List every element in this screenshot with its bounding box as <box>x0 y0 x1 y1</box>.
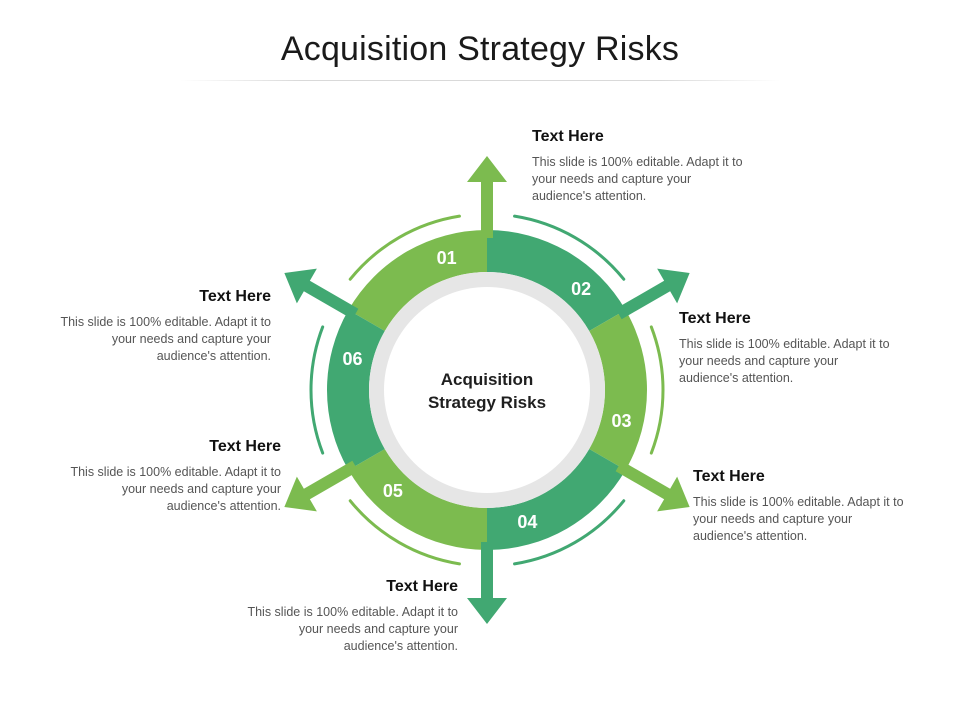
segment-number-05: 05 <box>383 481 403 501</box>
arrow-03 <box>615 460 690 512</box>
arrow-01 <box>467 156 507 238</box>
callout-03: Text Here This slide is 100% editable. A… <box>693 468 913 545</box>
segment-03 <box>589 310 647 470</box>
segment-02 <box>487 230 626 331</box>
outer-arc-rings <box>309 214 665 566</box>
callout-04-heading: Text Here <box>386 578 458 595</box>
segment-number-04: 04 <box>517 512 537 532</box>
arrow-02 <box>615 268 690 320</box>
callout-05-heading: Text Here <box>209 438 281 455</box>
outer-arc-06 <box>309 325 325 455</box>
outer-arc-02 <box>513 214 626 281</box>
center-label: Acquisition Strategy Risks <box>427 370 547 412</box>
callout-01: Text Here This slide is 100% editable. A… <box>532 128 752 205</box>
outer-arc-04 <box>513 499 626 566</box>
callout-01-body: This slide is 100% editable. Adapt it to… <box>532 155 743 203</box>
callout-06-body: This slide is 100% editable. Adapt it to… <box>60 315 271 363</box>
segment-06 <box>327 310 385 470</box>
callout-06-heading: Text Here <box>199 288 271 305</box>
callout-02-heading: Text Here <box>679 310 751 327</box>
segment-01 <box>348 230 487 331</box>
arrow-05 <box>284 460 359 512</box>
callout-01-heading: Text Here <box>532 128 604 145</box>
ring-segments <box>327 230 647 550</box>
outer-arc-03 <box>649 325 665 455</box>
callout-04: Text Here This slide is 100% editable. A… <box>238 578 458 655</box>
segment-number-01: 01 <box>437 248 457 268</box>
segment-04 <box>487 449 626 550</box>
segment-number-02: 02 <box>571 279 591 299</box>
outer-arc-05 <box>348 499 461 566</box>
callout-03-body: This slide is 100% editable. Adapt it to… <box>693 495 904 543</box>
direction-arrows <box>284 156 690 624</box>
slide-title: Acquisition Strategy Risks <box>280 30 680 68</box>
arrow-06 <box>284 268 359 320</box>
outer-arc-01 <box>348 214 461 281</box>
arrow-04 <box>467 542 507 624</box>
callout-05-body: This slide is 100% editable. Adapt it to… <box>70 465 281 513</box>
segment-number-06: 06 <box>343 349 363 369</box>
segment-numbers: 01 02 03 04 05 06 <box>343 248 632 532</box>
callout-05: Text Here This slide is 100% editable. A… <box>61 438 281 515</box>
callout-06: Text Here This slide is 100% editable. A… <box>51 288 271 365</box>
callout-03-heading: Text Here <box>693 468 765 485</box>
segment-number-03: 03 <box>611 411 631 431</box>
callout-04-body: This slide is 100% editable. Adapt it to… <box>247 605 458 653</box>
callout-02-body: This slide is 100% editable. Adapt it to… <box>679 337 890 385</box>
segment-05 <box>348 449 487 550</box>
callout-02: Text Here This slide is 100% editable. A… <box>679 310 899 387</box>
title-divider <box>180 80 780 81</box>
inner-circle <box>384 287 590 493</box>
